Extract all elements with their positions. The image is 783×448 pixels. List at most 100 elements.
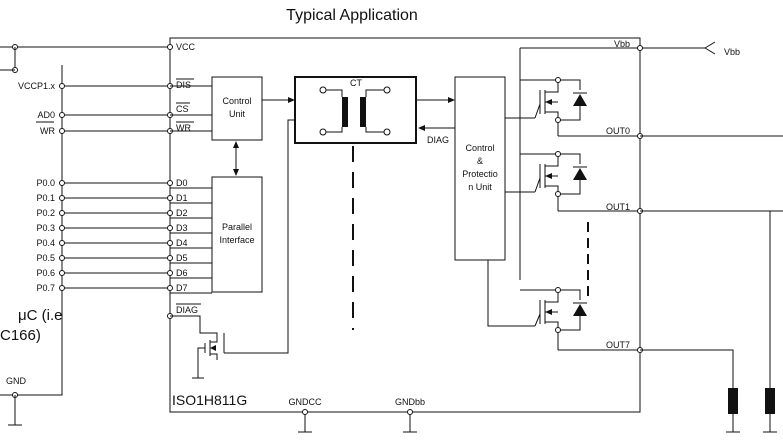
gndcc-label: GNDCC bbox=[289, 397, 322, 407]
diode-icon bbox=[573, 168, 587, 180]
mcu-pin-label: P0.1 bbox=[36, 193, 55, 203]
ct-to-prot-arrow bbox=[448, 97, 455, 103]
mcu-pin-label: P0.6 bbox=[36, 268, 55, 278]
ct-terminal-tl bbox=[319, 86, 327, 94]
mcu-pin-label: P0.0 bbox=[36, 178, 55, 188]
mcu-gnd-label: GND bbox=[6, 376, 27, 386]
chip-pin-terminal bbox=[167, 225, 173, 231]
mcu-pin-terminal bbox=[59, 270, 65, 276]
control-unit-label-line2: Unit bbox=[229, 109, 246, 119]
protection-label-line2: & bbox=[477, 156, 483, 166]
diag-wire bbox=[170, 315, 218, 340]
dis-pin-label: DIS bbox=[176, 80, 191, 90]
node-dot bbox=[555, 287, 561, 293]
control-to-ct-arrow bbox=[288, 97, 295, 103]
external-loads bbox=[640, 135, 783, 433]
coreless-transformer: CT bbox=[294, 76, 417, 330]
diag-fet-gate-wire bbox=[197, 347, 205, 378]
data-pin-label: D4 bbox=[176, 238, 188, 248]
gate-link-1 bbox=[534, 177, 541, 193]
data-pin-label: D5 bbox=[176, 253, 188, 263]
out0-pin-label: OUT0 bbox=[606, 126, 630, 136]
protection-unit-box bbox=[454, 76, 506, 261]
load-out1 bbox=[765, 388, 775, 414]
vcc-pin-label: VCC bbox=[176, 42, 196, 52]
data-pin-label: D7 bbox=[176, 283, 188, 293]
mcu-pin-terminal bbox=[59, 255, 65, 261]
diag-fet-drain bbox=[210, 340, 218, 343]
gate-link-0 bbox=[534, 103, 541, 119]
cs-pin-label: CS bbox=[176, 104, 189, 114]
mcu-pin-terminal bbox=[59, 195, 65, 201]
ct-wire-br bbox=[365, 127, 384, 133]
chip-pin-terminal bbox=[167, 180, 173, 186]
mcu-pin-label: P0.3 bbox=[36, 223, 55, 233]
node-dot bbox=[555, 151, 561, 157]
diode-top-wire bbox=[558, 289, 581, 300]
mcu-pin-terminal bbox=[59, 285, 65, 291]
ct-coil-left bbox=[342, 97, 348, 127]
ct-wire-bl bbox=[326, 127, 343, 133]
ct-wire-tr bbox=[365, 89, 384, 97]
data-pin-label: D0 bbox=[176, 178, 188, 188]
cu-pi-arrow-down bbox=[233, 169, 239, 176]
ct-coil-right bbox=[360, 97, 366, 127]
diode-bottom-wire bbox=[558, 106, 581, 121]
mcu-pin-label: AD0 bbox=[37, 110, 55, 120]
mcu-pin-label: VCCP1.x bbox=[18, 81, 56, 91]
mcu-pin-terminal bbox=[59, 210, 65, 216]
diag-signal-label: DIAG bbox=[427, 135, 449, 145]
vbb-supply-arrow bbox=[704, 41, 716, 55]
node-dot bbox=[555, 77, 561, 83]
mcu-name-line2: C166) bbox=[0, 327, 41, 344]
chip-pin-terminal bbox=[167, 285, 173, 291]
ct-box bbox=[294, 76, 417, 144]
parallel-interface-label-line1: Parallel bbox=[222, 222, 252, 232]
diode-top-wire bbox=[558, 153, 581, 164]
output-stage-7 bbox=[520, 287, 643, 353]
diag-return-arrow bbox=[418, 125, 425, 131]
gndbb-label: GNDbb bbox=[395, 397, 425, 407]
mcu-pin-label: WR bbox=[40, 126, 55, 136]
drain-wire bbox=[520, 79, 559, 88]
out7-line bbox=[640, 349, 734, 388]
mcu-pin-terminal bbox=[59, 225, 65, 231]
load-out7 bbox=[728, 388, 738, 414]
fet-drain bbox=[545, 298, 559, 303]
chip-pin-terminal bbox=[167, 270, 173, 276]
mcu-pin-terminal bbox=[59, 128, 65, 134]
mcu-pin-label: P0.4 bbox=[36, 238, 55, 248]
diagram-title: Typical Application bbox=[286, 7, 418, 24]
diag-output-transistor bbox=[170, 119, 295, 379]
control-unit-label-line1: Control bbox=[222, 96, 251, 106]
out7-pin-label: OUT7 bbox=[606, 340, 630, 350]
ct-wire-tl bbox=[326, 89, 343, 97]
data-pin-label: D1 bbox=[176, 193, 188, 203]
out1-pin-label: OUT1 bbox=[606, 202, 630, 212]
ct-terminal-tr bbox=[383, 86, 391, 94]
drain-wire bbox=[520, 153, 559, 162]
data-pin-label: D2 bbox=[176, 208, 188, 218]
data-pin-label: D3 bbox=[176, 223, 188, 233]
mcu-pin-terminal bbox=[59, 83, 65, 89]
diode-bottom-wire bbox=[558, 180, 581, 195]
diode-bottom-wire bbox=[558, 316, 581, 331]
gate-link-7 bbox=[534, 313, 541, 327]
fet-drain bbox=[545, 88, 559, 93]
fet-source bbox=[545, 185, 559, 211]
bus-lines bbox=[65, 44, 212, 319]
mcu-pin-terminal bbox=[59, 240, 65, 246]
ground-pins: GNDCC GNDbb bbox=[289, 397, 425, 433]
fet-source bbox=[545, 321, 559, 350]
mcu-name-line1: μC (i.e bbox=[18, 307, 62, 324]
output-stage-1 bbox=[520, 151, 643, 214]
protection-label-line3: Protectio bbox=[462, 169, 498, 179]
chip-pin-terminal bbox=[167, 240, 173, 246]
protection-label-line4: n Unit bbox=[468, 182, 492, 192]
cu-pi-arrow-up bbox=[233, 141, 239, 148]
chip-part-label: ISO1H811G bbox=[172, 392, 247, 408]
control-unit-box bbox=[211, 76, 263, 141]
protection-unit: Control & Protectio n Unit bbox=[454, 76, 535, 327]
